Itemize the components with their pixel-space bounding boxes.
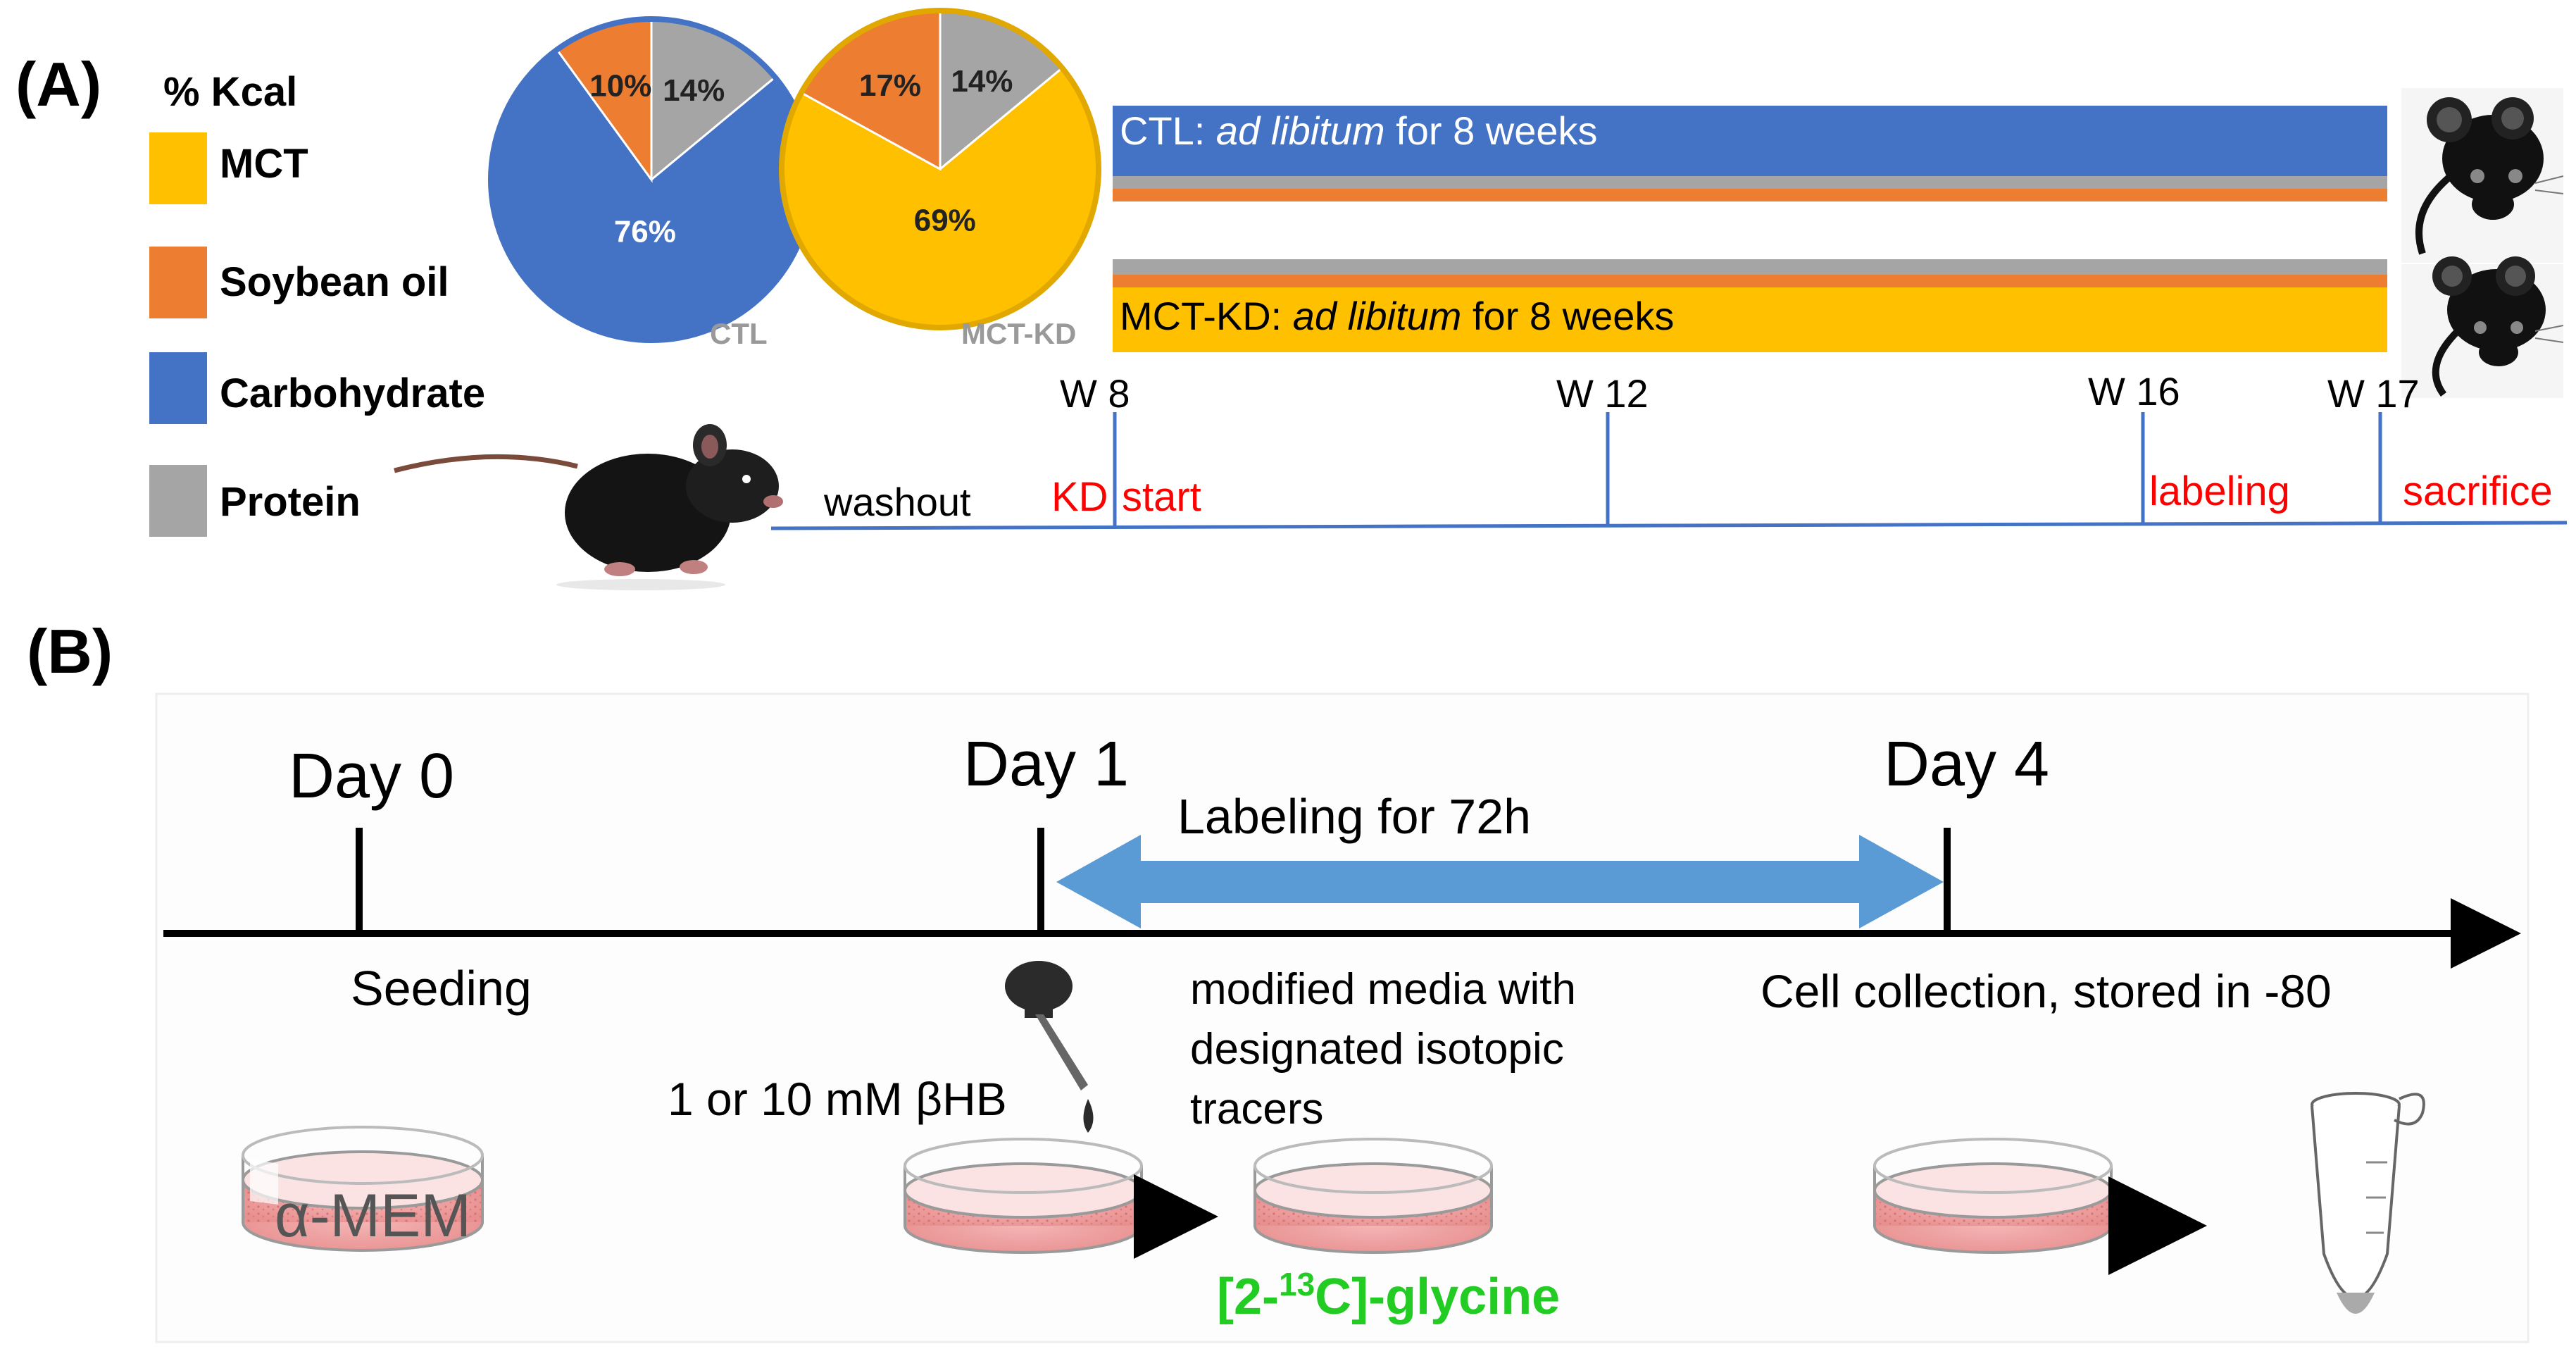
pie-ctl: 14% 76% 10% <box>488 16 815 343</box>
petri-dish-day4 <box>1873 1138 2113 1254</box>
kd-bar-soybean-strip <box>1113 275 2387 287</box>
week-label-12: W 12 <box>1556 371 1649 416</box>
ctl-bar-label: CTL: ad libitum for 8 weeks <box>1120 108 1598 153</box>
media-label-line1: modified media with <box>1190 965 1576 1014</box>
pie-slice-label: 69% <box>914 204 976 238</box>
diet-bars: CTL: ad libitum for 8 weeks MCT-KD: ad l… <box>1113 106 2387 352</box>
pie-slice-label: 14% <box>951 64 1013 99</box>
panel-b-label: (B) <box>27 616 113 686</box>
timeline-axis <box>770 521 2568 530</box>
labeling-arrow <box>1056 835 1944 928</box>
diet-pies: 14% 76% 10% 14% 69% 17% <box>488 8 1101 343</box>
media-label-line3: tracers <box>1190 1085 1323 1133</box>
timeline: W 8 W 12 W 16 W 17 washout KD start labe… <box>770 369 2568 530</box>
legend: MCT Soybean oil Carbohydrate Protein <box>149 132 485 537</box>
start-label: start <box>1122 474 1201 520</box>
tracer-label: [2-13C]-glycine <box>1217 1266 1560 1325</box>
kd-bar-protein-strip <box>1113 259 2387 275</box>
labeling-duration-label: Labeling for 72h <box>1177 789 1531 844</box>
mouse-head-icon-top <box>2401 88 2564 263</box>
panel-a-label: (A) <box>15 49 101 119</box>
petri-dish-tracer <box>1253 1138 1493 1254</box>
media-label-line2: designated isotopic <box>1190 1025 1564 1074</box>
sacrifice-label: sacrifice <box>2403 468 2553 514</box>
legend-label-protein: Protein <box>220 479 361 525</box>
pie-slice-label: 10% <box>589 69 651 104</box>
seeding-label: Seeding <box>351 961 532 1016</box>
dose-label: 1 or 10 mM βHB <box>668 1073 1007 1125</box>
dish-medium-label: α-MEM <box>275 1182 471 1250</box>
ctl-bar <box>1113 106 2387 176</box>
legend-label-soybean: Soybean oil <box>220 259 449 305</box>
legend-label-carbohydrate: Carbohydrate <box>220 371 485 416</box>
pie-slice-label: 14% <box>663 73 725 108</box>
microcentrifuge-tube-icon <box>2311 1092 2425 1314</box>
washout-label: washout <box>823 480 971 524</box>
day-label-4: Day 4 <box>1884 729 2049 800</box>
pie-slice-label: 76% <box>614 214 676 249</box>
pie-mct-kd: 14% 69% 17% <box>779 8 1101 330</box>
mouse-head-icon-bottom <box>2401 256 2564 398</box>
week-label-17: W 17 <box>2327 371 2420 416</box>
day-label-1: Day 1 <box>963 729 1129 800</box>
mouse-side-icon <box>394 424 783 590</box>
ctl-bar-soybean-strip <box>1113 189 2387 201</box>
day-label-0: Day 0 <box>289 741 454 812</box>
petri-dish-alpha-mem <box>242 1126 484 1252</box>
labeling-label: labeling <box>2149 468 2290 514</box>
dropper-icon <box>1005 961 1094 1133</box>
kd-bar <box>1113 287 2387 352</box>
petri-dish-day1 <box>904 1138 1143 1254</box>
kd-bar-label: MCT-KD: ad libitum for 8 weeks <box>1120 294 1674 338</box>
ctl-bar-protein-strip <box>1113 176 2387 189</box>
legend-swatch-mct <box>149 132 207 204</box>
pie-slice-label: 17% <box>859 68 921 103</box>
legend-label-mct: MCT <box>220 141 308 187</box>
legend-swatch-carbohydrate <box>149 352 207 424</box>
pie-caption-mctkd: MCT-KD <box>961 317 1076 350</box>
kd-label: KD <box>1051 474 1108 520</box>
legend-title: % Kcal <box>163 69 297 115</box>
week-label-16: W 16 <box>2088 369 2180 414</box>
pie-rim <box>779 8 1101 330</box>
legend-swatch-protein <box>149 465 207 537</box>
collection-label: Cell collection, stored in -80 <box>1761 965 2332 1017</box>
pie-caption-ctl: CTL <box>710 317 768 350</box>
legend-swatch-soybean <box>149 247 207 318</box>
week-label-8: W 8 <box>1060 371 1130 416</box>
